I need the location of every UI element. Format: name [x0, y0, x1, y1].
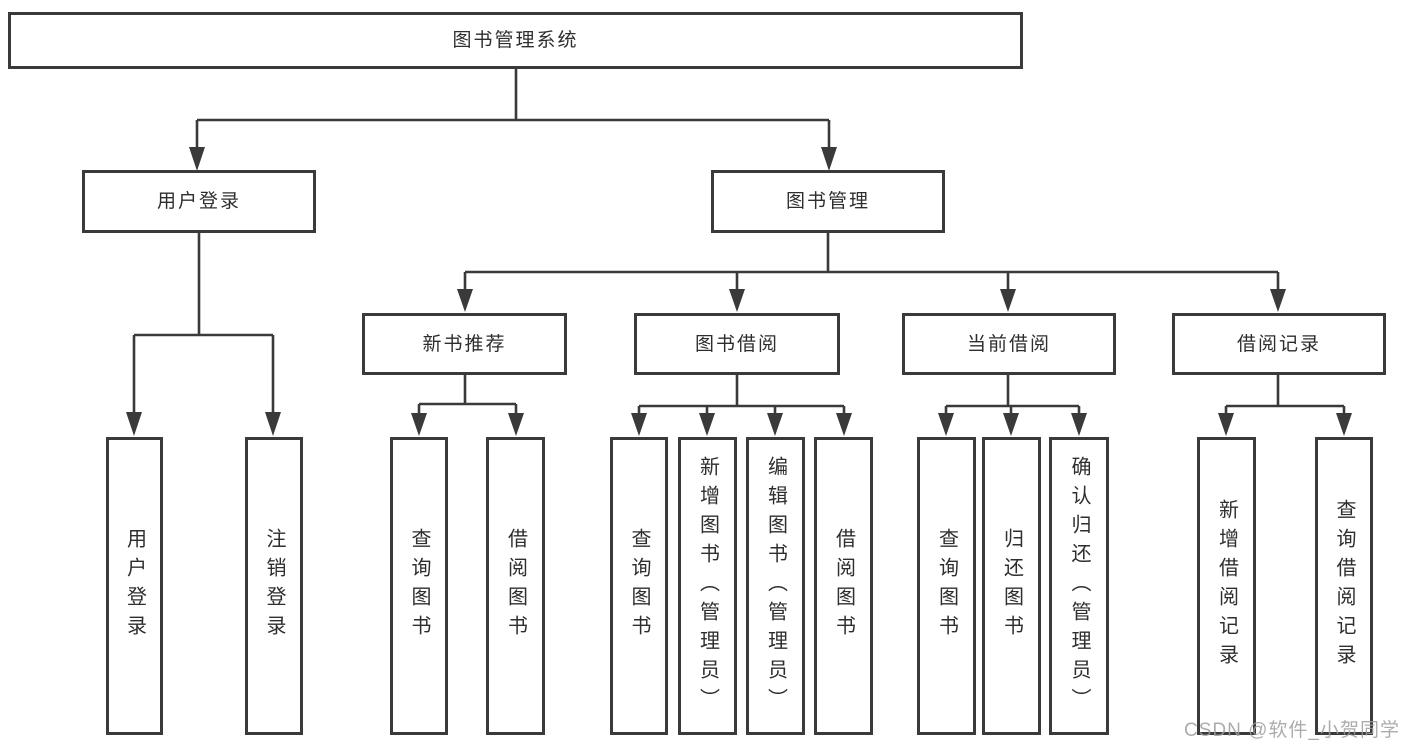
leaf-confirm-return-admin: 确认归还（管理员） — [1049, 437, 1109, 735]
node-label: 借阅图书 — [504, 528, 527, 644]
node-root-system: 图书管理系统 — [8, 12, 1023, 69]
arrow-icon — [189, 147, 205, 171]
connector-root-to-level2 — [195, 69, 831, 150]
arrow-icon — [767, 413, 783, 436]
node-label: 注销登录 — [263, 528, 285, 644]
arrow-icon — [1000, 289, 1016, 312]
connector-book-mgmt-to-level3 — [463, 233, 1280, 291]
node-label: 查询图书 — [408, 528, 430, 644]
node-label: 查询图书 — [628, 528, 650, 644]
leaf-query-borrow-record: 查询借阅记录 — [1315, 437, 1373, 735]
node-new-book-recommend: 新书推荐 — [362, 313, 567, 375]
leaf-return-book: 归还图书 — [982, 437, 1041, 735]
leaf-borrow-books-1: 借阅图书 — [486, 437, 545, 735]
arrow-icon — [457, 289, 473, 312]
leaf-borrow-books-2: 借阅图书 — [814, 437, 873, 735]
node-label: 新增图书（管理员） — [696, 455, 719, 717]
arrowheads — [126, 147, 1352, 436]
node-label: 编辑图书（管理员） — [764, 455, 787, 717]
node-label: 图书管理 — [785, 191, 870, 212]
node-book-management: 图书管理 — [711, 170, 945, 233]
connector-borrowing-to-leaves — [637, 375, 846, 415]
leaf-user-login: 用户登录 — [106, 437, 163, 735]
arrow-icon — [126, 412, 142, 436]
arrow-icon — [265, 412, 281, 436]
leaf-add-borrow-record: 新增借阅记录 — [1197, 437, 1256, 735]
connector-records-to-leaves — [1224, 375, 1346, 415]
node-label: 用户登录 — [156, 191, 241, 212]
node-label: 确认归还（管理员） — [1068, 455, 1090, 717]
arrow-icon — [411, 413, 427, 436]
arrow-icon — [508, 413, 524, 436]
node-book-borrowing: 图书借阅 — [634, 313, 840, 375]
arrow-icon — [1003, 413, 1019, 436]
connector-user-login-to-leaves — [132, 233, 275, 414]
arrow-icon — [729, 289, 745, 312]
arrow-icon — [1071, 413, 1087, 436]
node-label: 图书管理系统 — [452, 30, 579, 51]
csdn-watermark: CSDN @软件_小贺同学 — [1184, 720, 1400, 741]
arrow-icon — [938, 413, 954, 436]
connector-new-rec-to-leaves — [417, 375, 518, 415]
leaf-query-books-1: 查询图书 — [390, 437, 448, 735]
arrow-icon — [1218, 413, 1234, 436]
leaf-query-books-2: 查询图书 — [610, 437, 668, 735]
node-label: 借阅图书 — [832, 528, 855, 644]
node-label: 查询图书 — [935, 528, 958, 644]
node-label: 用户登录 — [123, 528, 146, 644]
node-borrow-records: 借阅记录 — [1172, 313, 1386, 375]
arrow-icon — [836, 413, 852, 436]
node-current-borrowing: 当前借阅 — [902, 313, 1116, 375]
node-user-login: 用户登录 — [82, 170, 316, 233]
arrow-icon — [699, 413, 715, 436]
arrow-icon — [1336, 413, 1352, 436]
node-label: 当前借阅 — [966, 333, 1051, 355]
leaf-edit-book-admin: 编辑图书（管理员） — [746, 437, 805, 735]
arrow-icon — [821, 147, 837, 171]
node-label: 借阅记录 — [1236, 333, 1321, 355]
arrow-icon — [1270, 289, 1286, 312]
leaf-add-book-admin: 新增图书（管理员） — [678, 437, 737, 735]
node-label: 新书推荐 — [422, 333, 507, 355]
node-label: 新增借阅记录 — [1215, 499, 1238, 673]
node-label: 图书借阅 — [694, 333, 779, 355]
node-label: 归还图书 — [1000, 528, 1023, 644]
connector-current-to-leaves — [944, 375, 1081, 415]
arrow-icon — [631, 413, 647, 436]
leaf-query-books-3: 查询图书 — [917, 437, 976, 735]
leaf-logout: 注销登录 — [245, 437, 303, 735]
node-label: 查询借阅记录 — [1333, 499, 1355, 673]
